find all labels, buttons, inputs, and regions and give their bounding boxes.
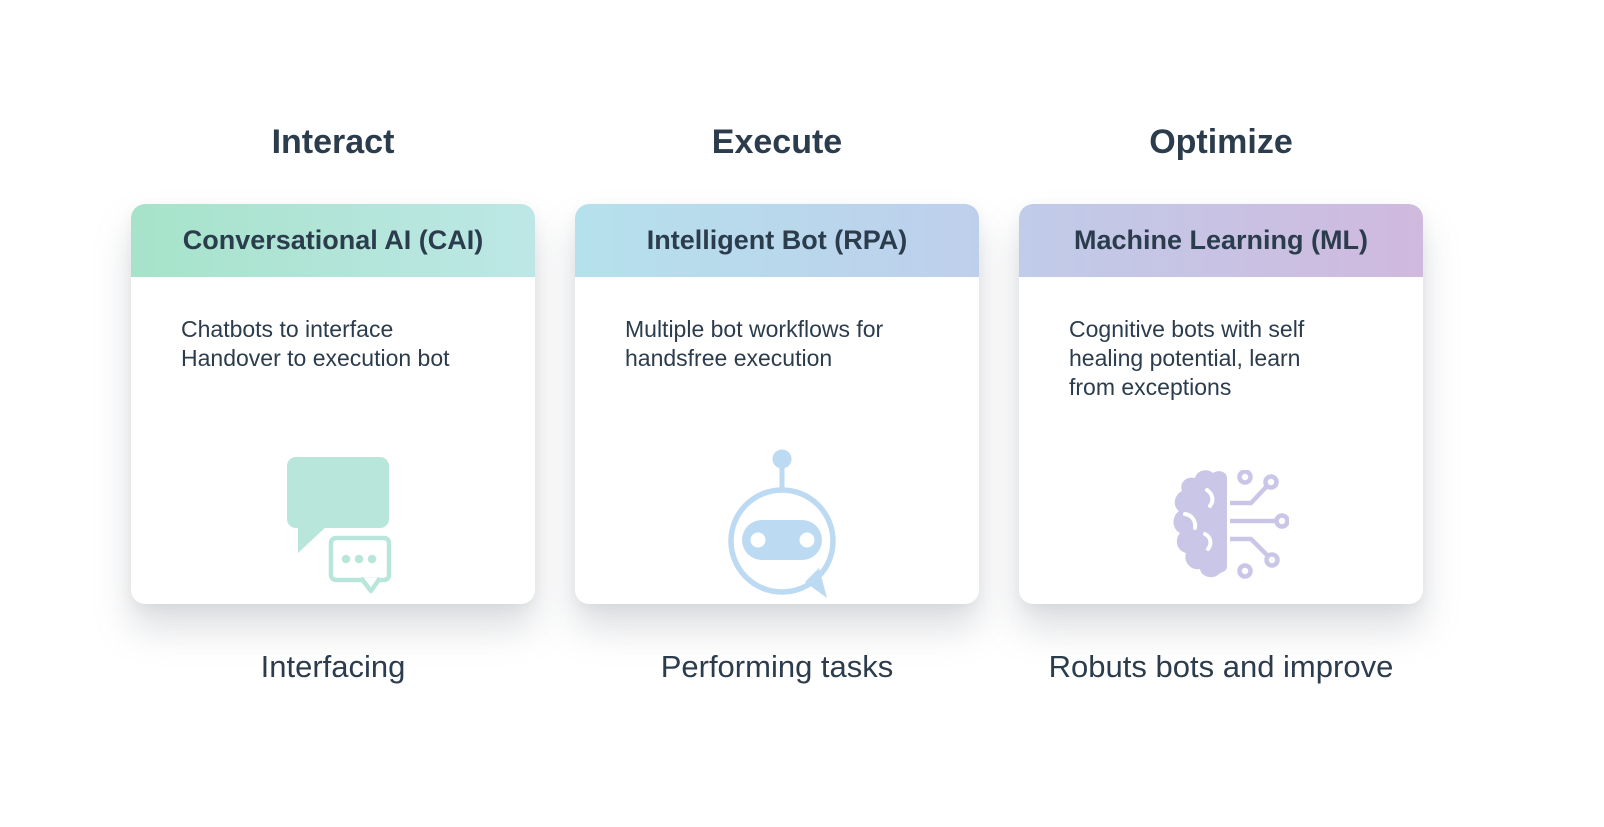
- description-line: Multiple bot workflows for: [625, 316, 884, 342]
- card-conversational-ai: Conversational AI (CAI) Chatbots to inte…: [131, 204, 535, 604]
- card-description-cai: Chatbots to interface Handover to execut…: [131, 277, 535, 445]
- caption-performing-tasks: Performing tasks: [660, 649, 894, 684]
- brain-circuit-icon: [1173, 469, 1289, 579]
- card-machine-learning: Machine Learning (ML) Cognitive bots wit…: [1019, 204, 1423, 604]
- description-line: Cognitive bots with self: [1069, 316, 1305, 342]
- column-interact: Interact Conversational AI (CAI) Chatbot…: [131, 120, 535, 688]
- stage-title-optimize: Optimize: [1149, 123, 1293, 161]
- stage-title-execute: Execute: [711, 123, 843, 161]
- stages-row: Interact Conversational AI (CAI) Chatbot…: [131, 120, 1604, 688]
- column-execute: Execute Intelligent Bot (RPA) Multiple b…: [575, 120, 979, 688]
- caption-interfacing: Interfacing: [260, 649, 406, 684]
- card-description-rpa: Multiple bot workflows for handsfree exe…: [575, 277, 979, 445]
- caption-robust-bots: Robuts bots and improve: [1048, 649, 1394, 684]
- stage-title-interact: Interact: [271, 123, 395, 161]
- description-line: handsfree execution: [625, 345, 833, 371]
- icon-area-ml: [1019, 445, 1423, 604]
- description-line: Handover to execution bot: [181, 345, 450, 371]
- card-intelligent-bot: Intelligent Bot (RPA) Multiple bot workf…: [575, 204, 979, 604]
- card-description-ml: Cognitive bots with self healing potenti…: [1019, 277, 1423, 445]
- card-header-rpa: Intelligent Bot (RPA): [575, 204, 979, 277]
- robot-head-icon: [728, 449, 836, 598]
- description-line: healing potential, learn: [1069, 345, 1301, 371]
- column-optimize: Optimize Machine Learning (ML) Cognitive…: [1019, 120, 1423, 688]
- icon-area-cai: [131, 445, 535, 604]
- description-line: Chatbots to interface: [181, 316, 394, 342]
- card-header-cai: Conversational AI (CAI): [131, 204, 535, 277]
- icon-area-rpa: [575, 445, 979, 604]
- card-header-ml: Machine Learning (ML): [1019, 204, 1423, 277]
- description-line: from exceptions: [1069, 374, 1232, 400]
- chat-bubbles-icon: [287, 456, 391, 593]
